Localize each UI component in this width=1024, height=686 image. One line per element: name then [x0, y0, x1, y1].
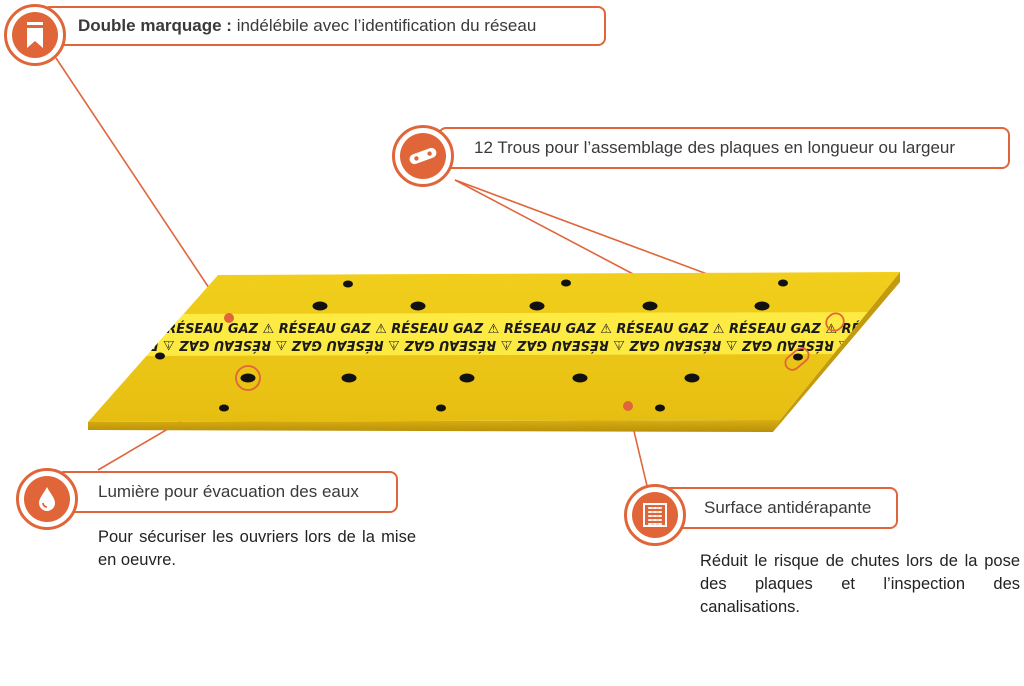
- marking-text-row-1: ⚠ RÉSEAU GAZ ⚠ RÉSEAU GAZ ⚠ RÉSEAU GAZ ⚠…: [150, 321, 934, 337]
- marker-dot-surface: [623, 401, 633, 411]
- hole: [240, 373, 256, 383]
- leader-marking: [55, 57, 230, 319]
- callout-surface-title: Surface antidérapante: [704, 498, 872, 517]
- hole: [561, 279, 571, 287]
- marker-pill-holes-b: [784, 347, 810, 371]
- marking-band: [130, 312, 880, 356]
- plate-right-edge: [773, 272, 900, 432]
- callout-surface: Surface antidérapante: [658, 487, 898, 529]
- hole: [529, 301, 545, 311]
- grid-texture-icon: [643, 503, 667, 527]
- callout-marking-title-rest: indélébile avec l’identification du rése…: [231, 16, 537, 35]
- callout-surface-icon-circle: [624, 484, 686, 546]
- callout-holes-title: 12 Trous pour l’assemblage des plaques e…: [474, 138, 956, 157]
- yellow-plate: ⚠ RÉSEAU GAZ ⚠ RÉSEAU GAZ ⚠ RÉSEAU GAZ ⚠…: [66, 272, 934, 432]
- callout-marking: Double marquage : indélébile avec l’iden…: [42, 6, 606, 46]
- hole: [312, 301, 328, 311]
- plate-holes: [155, 279, 803, 412]
- callout-holes-icon-circle: [392, 125, 454, 187]
- marker-pill-holes-a: [825, 312, 845, 332]
- hole: [219, 404, 229, 412]
- hole: [155, 352, 165, 360]
- hole: [778, 279, 788, 287]
- hole: [436, 404, 446, 412]
- hole: [642, 301, 658, 311]
- marker-dot-marking: [224, 313, 234, 323]
- hole: [410, 301, 426, 311]
- hole: [655, 404, 665, 412]
- link-plate-icon: [409, 147, 437, 165]
- plate-edge: [88, 420, 780, 432]
- callout-surface-description: Réduit le risque de chutes lors de la po…: [700, 552, 1020, 616]
- callout-marking-title-bold: Double marquage :: [78, 16, 232, 35]
- callout-marking-icon-circle: [4, 4, 66, 66]
- hole: [684, 373, 700, 383]
- hole: [793, 353, 803, 361]
- callout-drain: Lumière pour évacuation des eaux: [56, 471, 398, 513]
- hole: [343, 280, 353, 288]
- hole: [754, 301, 770, 311]
- hole: [459, 373, 475, 383]
- callout-holes: 12 Trous pour l’assemblage des plaques e…: [438, 127, 1010, 169]
- marker-ring-drain: [235, 365, 261, 391]
- water-drop-icon: [39, 487, 55, 511]
- callout-drain-description: Pour sécuriser les ouvriers lors de la m…: [98, 528, 416, 569]
- callout-drain-title: Lumière pour évacuation des eaux: [98, 482, 359, 501]
- marking-text-row-2: ⚠ RÉSEAU GAZ ⚠ RÉSEAU GAZ ⚠ RÉSEAU GAZ ⚠…: [66, 337, 850, 353]
- bookmark-icon: [27, 22, 43, 48]
- hole: [572, 373, 588, 383]
- hole: [341, 373, 357, 383]
- plate-markers: [224, 312, 845, 411]
- callout-drain-icon-circle: [16, 468, 78, 530]
